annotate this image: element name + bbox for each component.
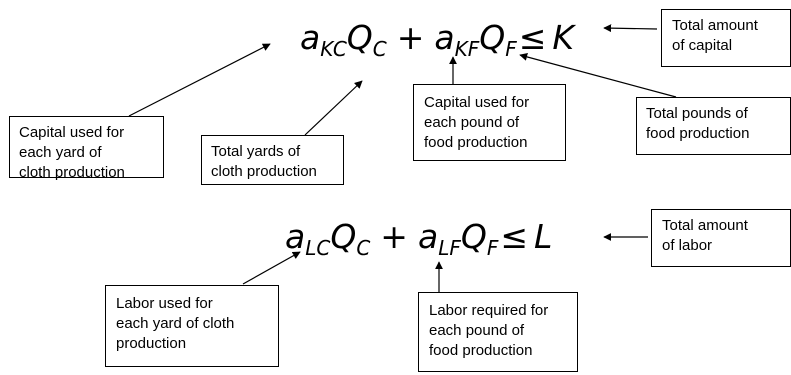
box-line: Total amount [672, 17, 758, 34]
total-food-box: Total pounds of food production [636, 97, 791, 155]
box-line: Total pounds of [646, 105, 748, 122]
food-quantity-variable: QF [479, 18, 517, 61]
capital-per-cloth-box: Capital used for each yard of cloth prod… [9, 116, 164, 181]
box-line: each pound of [429, 322, 525, 339]
labor-per-food-box: Labor required for each pound of food pr… [418, 292, 578, 372]
box-line: cloth production [19, 164, 125, 181]
labor-cloth-coefficient: aLC [285, 217, 331, 260]
less-equal-sign: ≤ [518, 18, 547, 57]
plus-sign: + [380, 217, 408, 256]
labor-food-coefficient: aLF [417, 217, 461, 260]
cloth-quantity-variable: QC [330, 217, 371, 260]
box-line: each pound of [424, 114, 520, 131]
arrow-total-food [519, 53, 677, 98]
box-line: food production [424, 134, 528, 151]
capital-cloth-coefficient: aKC [300, 18, 347, 61]
labor-per-cloth-box: Labor used for each yard of cloth produc… [105, 285, 279, 367]
capital-per-food-box: Capital used for each pound of food prod… [413, 84, 566, 161]
box-line: Labor required for [429, 302, 549, 319]
plus-sign: + [396, 18, 425, 57]
capital-total-symbol: K [552, 18, 575, 57]
food-quantity-variable: QF [460, 217, 499, 260]
arrow-labor-per-cloth [242, 251, 301, 285]
capital-constraint-equation: aKCQC+aKFQF≤K [300, 18, 575, 61]
box-line: Total amount [662, 217, 748, 234]
arrow-total-capital [603, 24, 658, 33]
labor-constraint-equation: aLCQC+aLFQF≤L [285, 217, 553, 260]
labor-total-symbol: L [534, 217, 553, 256]
box-line: Capital used for [424, 94, 530, 111]
box-line: cloth production [211, 163, 317, 180]
less-equal-sign: ≤ [500, 217, 528, 256]
total-labor-box: Total amount of labor [651, 209, 791, 267]
cloth-quantity-variable: QC [346, 18, 387, 61]
box-line: each yard of cloth [116, 315, 235, 332]
arrow-capital-per-cloth [128, 43, 271, 117]
total-capital-box: Total amount of capital [661, 9, 791, 67]
total-cloth-box: Total yards of cloth production [201, 135, 344, 185]
box-line: food production [646, 125, 750, 142]
box-line: Labor used for [116, 295, 213, 312]
box-line: production [116, 335, 187, 352]
box-line: of labor [662, 237, 713, 254]
box-line: Total yards of [211, 143, 301, 160]
box-line: food production [429, 342, 533, 359]
box-line: of capital [672, 37, 733, 54]
box-line: each yard of [19, 144, 102, 161]
capital-food-coefficient: aKF [434, 18, 480, 61]
arrow-total-cloth [304, 80, 363, 136]
box-line: Capital used for [19, 124, 125, 141]
